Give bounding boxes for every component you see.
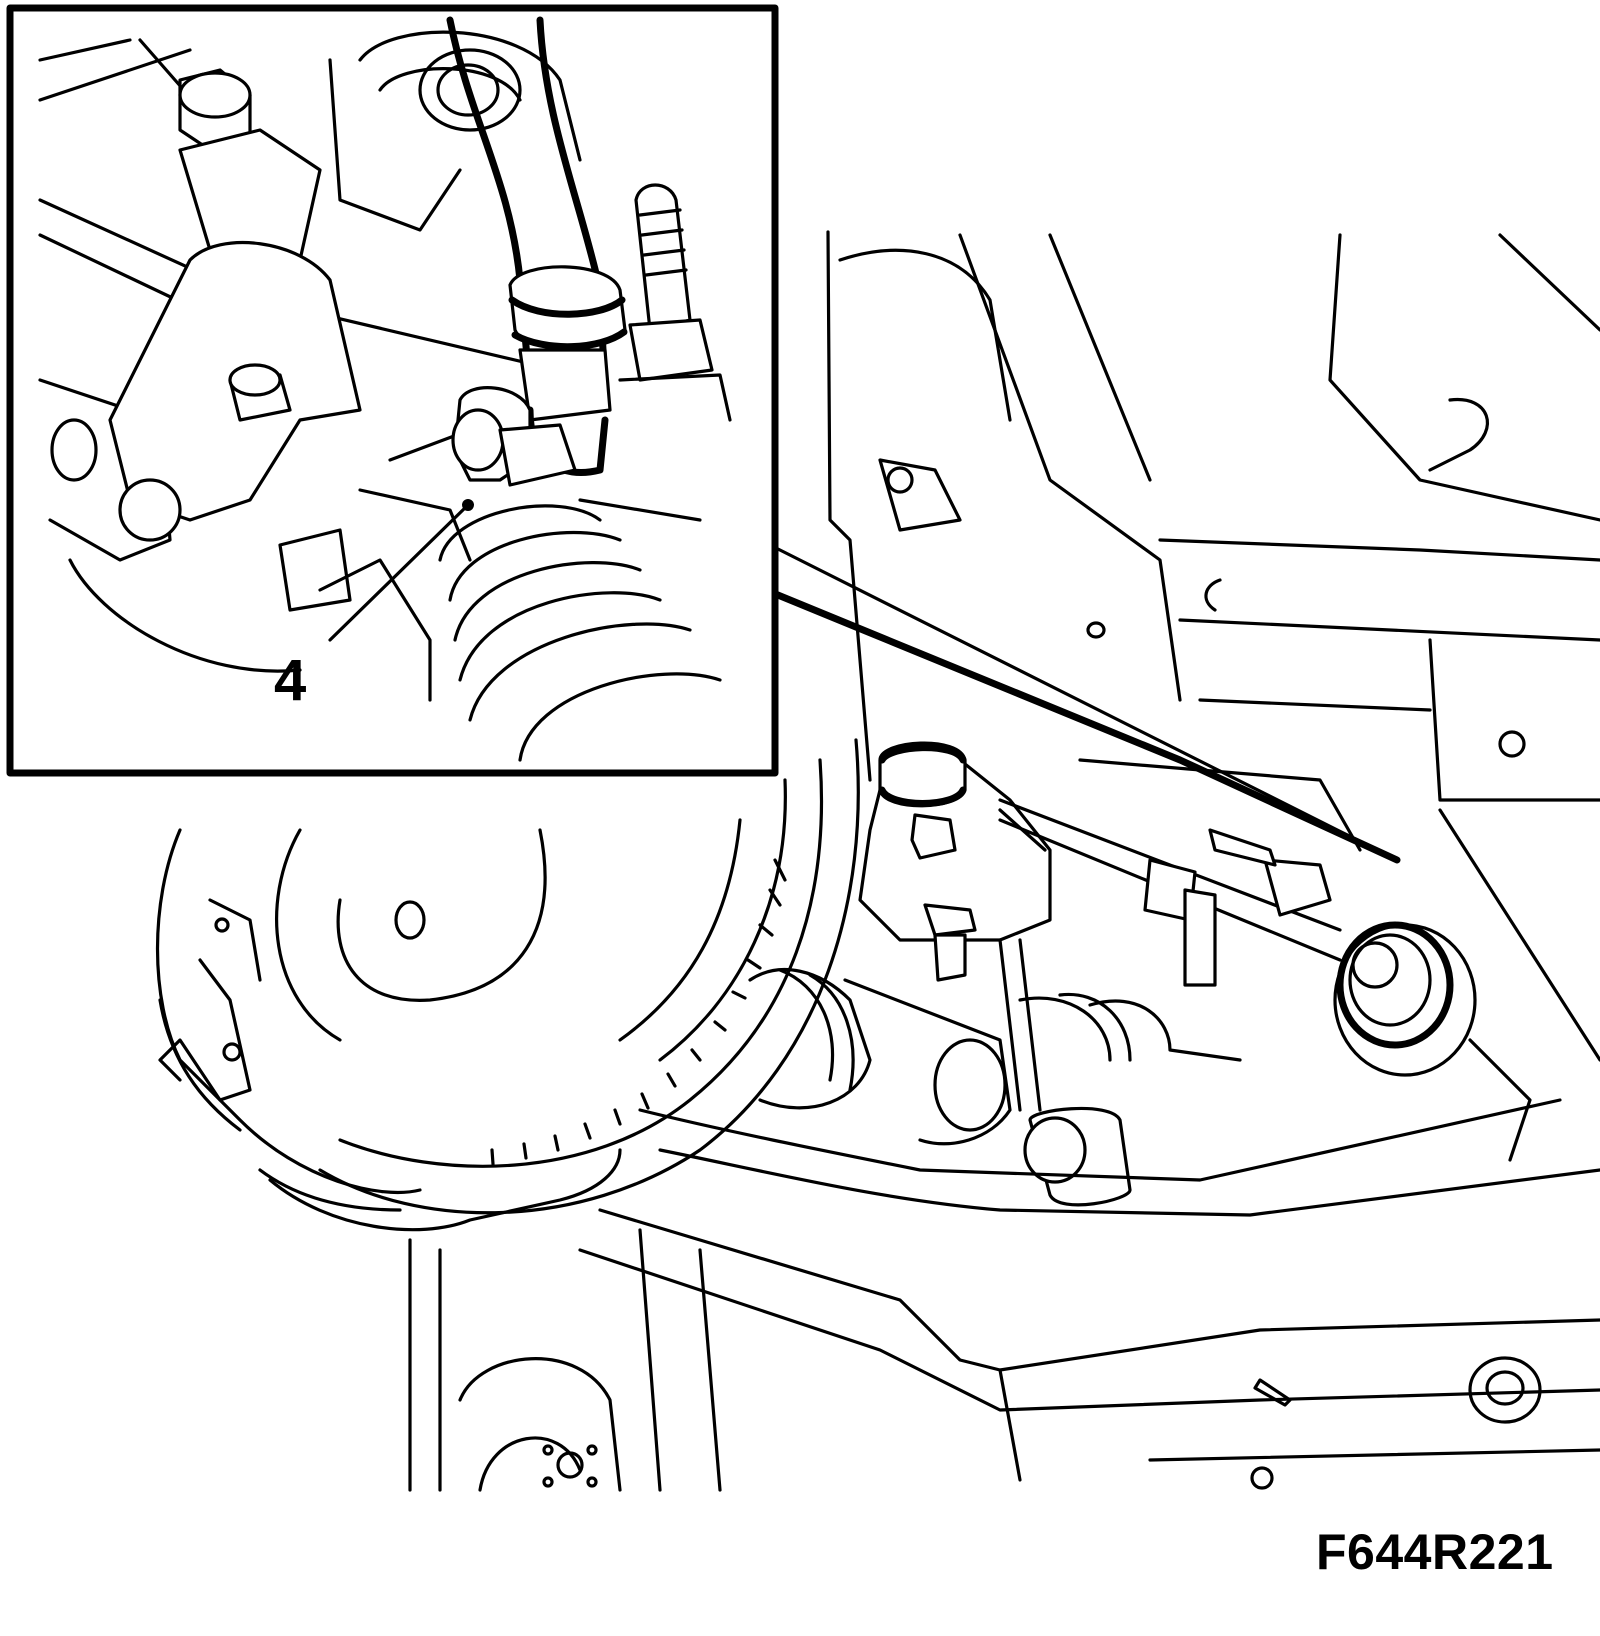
chassis-upper-right — [826, 230, 1600, 1062]
tie-rod-end — [858, 741, 1052, 982]
callout-label-4: 4 — [274, 648, 307, 713]
steering-rod — [998, 798, 1532, 1162]
lower-control-arm — [578, 1098, 1600, 1490]
brake-disc — [155, 738, 860, 1215]
inset-leader-line-inner — [768, 543, 1399, 862]
figure-code: F644R221 — [1316, 1524, 1554, 1580]
inset-leader-line — [769, 589, 1401, 864]
main-view — [155, 230, 1600, 1492]
lower-hub — [408, 1228, 722, 1492]
inset-detail — [6, 4, 779, 777]
caliper-bracket — [158, 898, 622, 1232]
sway-bar-link — [998, 938, 1132, 1207]
callout-leader — [328, 503, 470, 642]
tone-ring-teeth — [490, 858, 787, 1166]
drive-shaft-boot — [748, 968, 1242, 1146]
